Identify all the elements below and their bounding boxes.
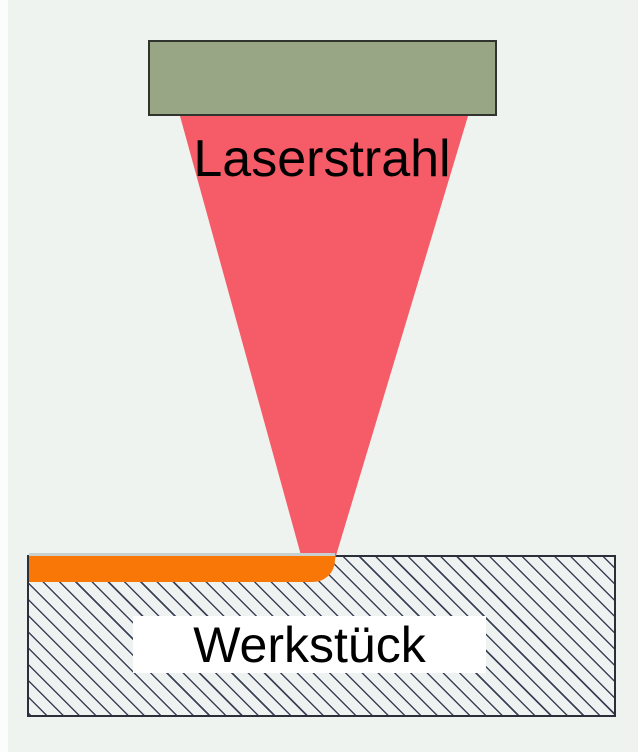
workpiece-label-box: Werkstück — [133, 616, 486, 673]
laser-beam-polygon — [180, 116, 468, 559]
workpiece-block — [27, 555, 616, 717]
laser-beam-label: Laserstrahl — [193, 130, 451, 188]
workpiece-label: Werkstück — [193, 616, 426, 673]
melt-layer-shape — [29, 553, 335, 582]
laser-source-block — [148, 40, 497, 116]
left-scan-edge — [0, 0, 8, 752]
